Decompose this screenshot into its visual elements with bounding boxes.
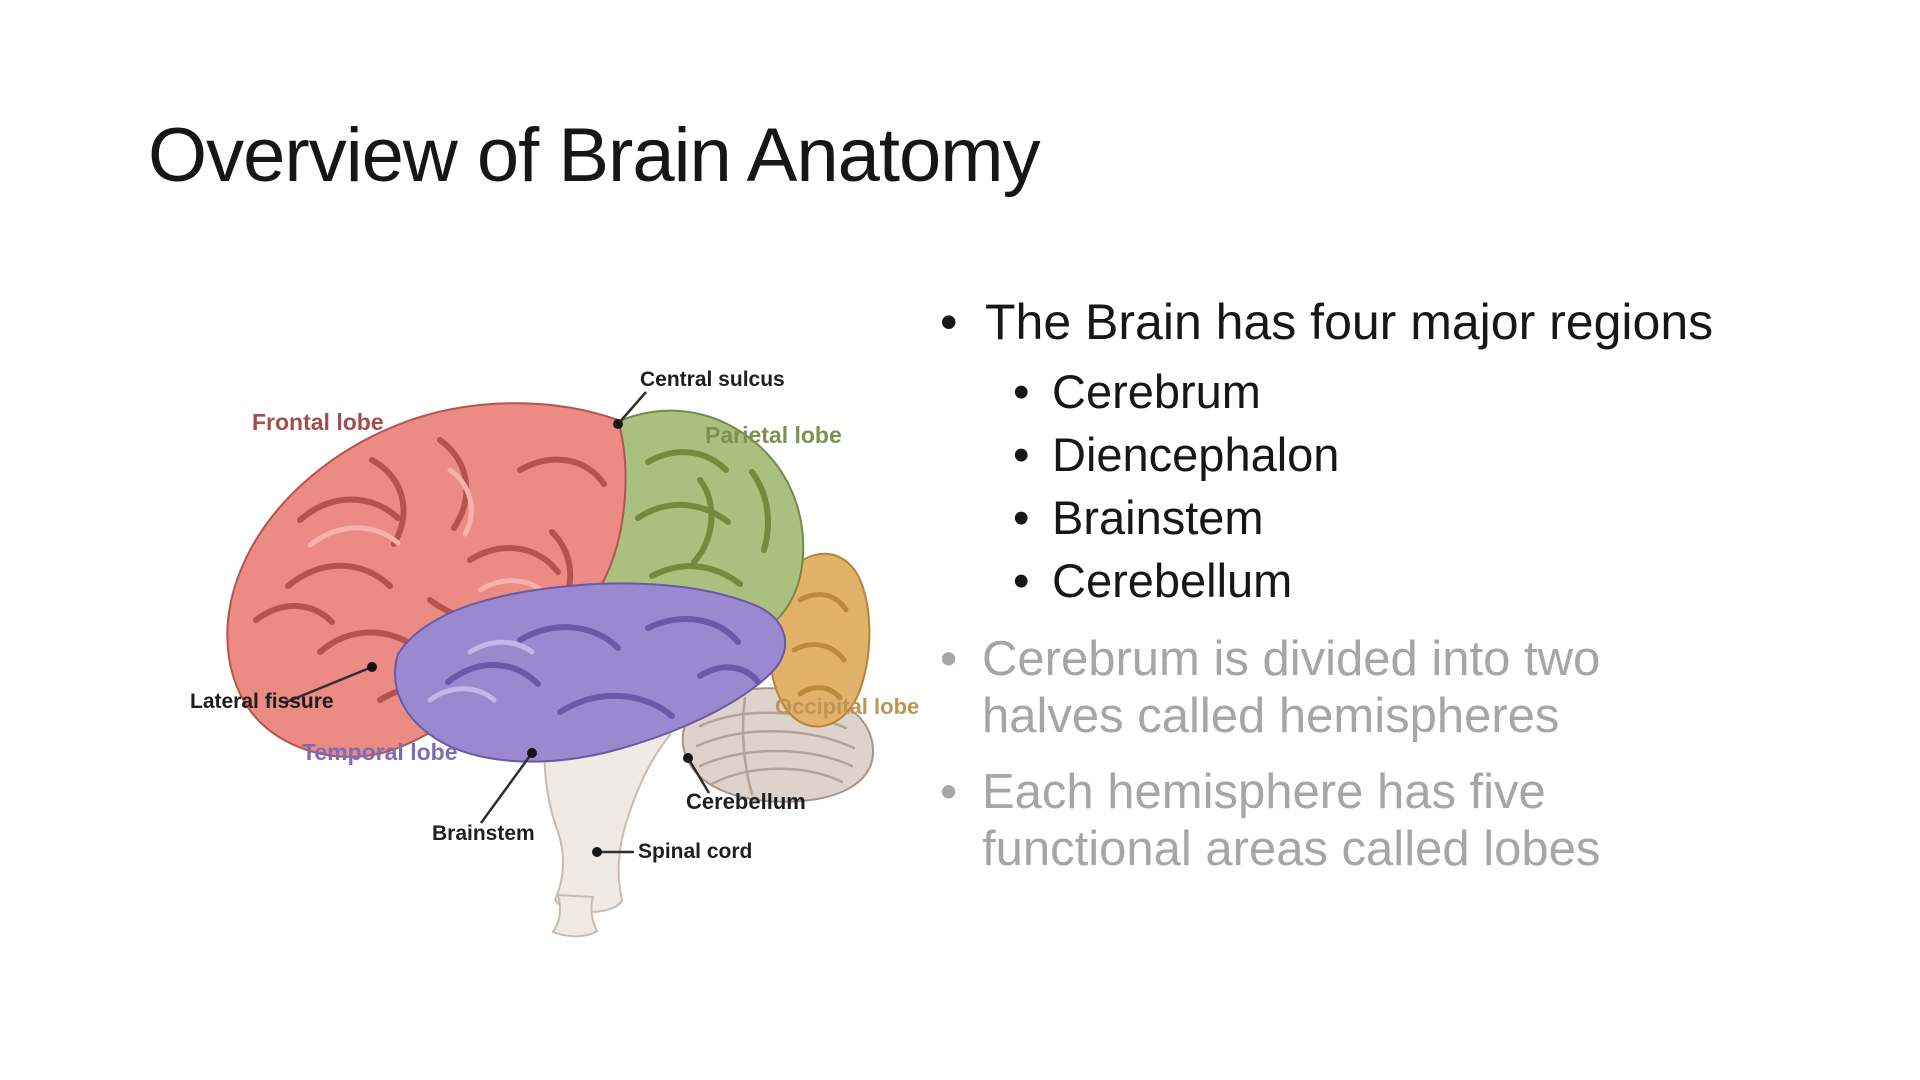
- bullet-marker: •: [940, 294, 958, 350]
- bullet-marker: •: [1013, 365, 1030, 418]
- central-sulcus-leader: [617, 391, 647, 425]
- label-frontal-lobe: Frontal lobe: [252, 409, 384, 435]
- gray-bullet-text: Each hemisphere has five functional area…: [982, 764, 1600, 878]
- gray-bullet-line: halves called hemispheres: [982, 689, 1560, 743]
- bullet-main: • The Brain has four major regions: [940, 292, 1713, 352]
- occipital-lobe-group: [768, 552, 871, 728]
- bullet-marker: •: [940, 765, 958, 819]
- spinal-cord-shape: [551, 893, 599, 938]
- label-parietal-lobe: Parietal lobe: [705, 422, 842, 448]
- list-item: • Cerebrum: [1013, 360, 1339, 423]
- sub-bullet-text: Diencephalon: [1052, 428, 1340, 481]
- list-item: • Brainstem: [1013, 486, 1339, 549]
- bullet-gray-hemispheres: • Cerebrum is divided into two halves ca…: [940, 631, 1600, 745]
- label-cerebellum: Cerebellum: [686, 789, 806, 814]
- occipital-gyri: [791, 592, 849, 701]
- gray-bullet-line: Cerebrum is divided into two: [982, 632, 1601, 686]
- lateral-fissure-leader: [283, 665, 373, 705]
- sub-bullet-text: Brainstem: [1052, 491, 1264, 544]
- bullet-marker: •: [1013, 428, 1030, 481]
- slide-title: Overview of Brain Anatomy: [148, 113, 1041, 198]
- brainstem-leader: [479, 752, 534, 824]
- label-brainstem: Brainstem: [432, 822, 535, 845]
- bullet-main-text: The Brain has four major regions: [985, 294, 1714, 350]
- gray-bullet-text: Cerebrum is divided into two halves call…: [982, 631, 1600, 745]
- temporal-lobe-group: [394, 582, 787, 763]
- list-item: • Cerebellum: [1013, 549, 1339, 612]
- label-central-sulcus: Central sulcus: [640, 368, 785, 391]
- spinal-cord-dot: [592, 847, 602, 857]
- bullet-gray-lobes: • Each hemisphere has five functional ar…: [940, 764, 1600, 878]
- leader-lines: [283, 391, 711, 857]
- gray-bullet-line: functional areas called lobes: [982, 822, 1601, 876]
- brain-illustration: [226, 391, 875, 938]
- bullet-marker: •: [1013, 491, 1030, 544]
- bullet-marker: •: [940, 632, 958, 686]
- gray-bullet-line: Each hemisphere has five: [982, 765, 1546, 819]
- bullet-marker: •: [1013, 554, 1030, 607]
- label-occipital-lobe: Occipital lobe: [775, 694, 920, 719]
- temporal-highlights: [427, 639, 535, 703]
- parietal-gyri: [635, 449, 771, 587]
- lateral-fissure-dot: [367, 662, 377, 672]
- cerebellum-leader: [686, 757, 711, 794]
- frontal-gyri: [253, 437, 607, 705]
- temporal-gyri: [445, 616, 761, 719]
- cerebellum-dot: [683, 753, 693, 763]
- sub-bullet-text: Cerebellum: [1052, 554, 1293, 607]
- label-temporal-lobe: Temporal lobe: [302, 739, 458, 765]
- brainstem-dot: [527, 748, 537, 758]
- temporal-lobe-shape: [394, 582, 787, 763]
- sub-bullet-text: Cerebrum: [1052, 365, 1261, 418]
- label-lateral-fissure: Lateral fissure: [190, 690, 334, 713]
- bullet-sub-list: • Cerebrum • Diencephalon • Brainstem • …: [1013, 360, 1339, 612]
- central-sulcus-dot: [613, 419, 623, 429]
- list-item: • Diencephalon: [1013, 423, 1339, 486]
- label-spinal-cord: Spinal cord: [638, 840, 753, 863]
